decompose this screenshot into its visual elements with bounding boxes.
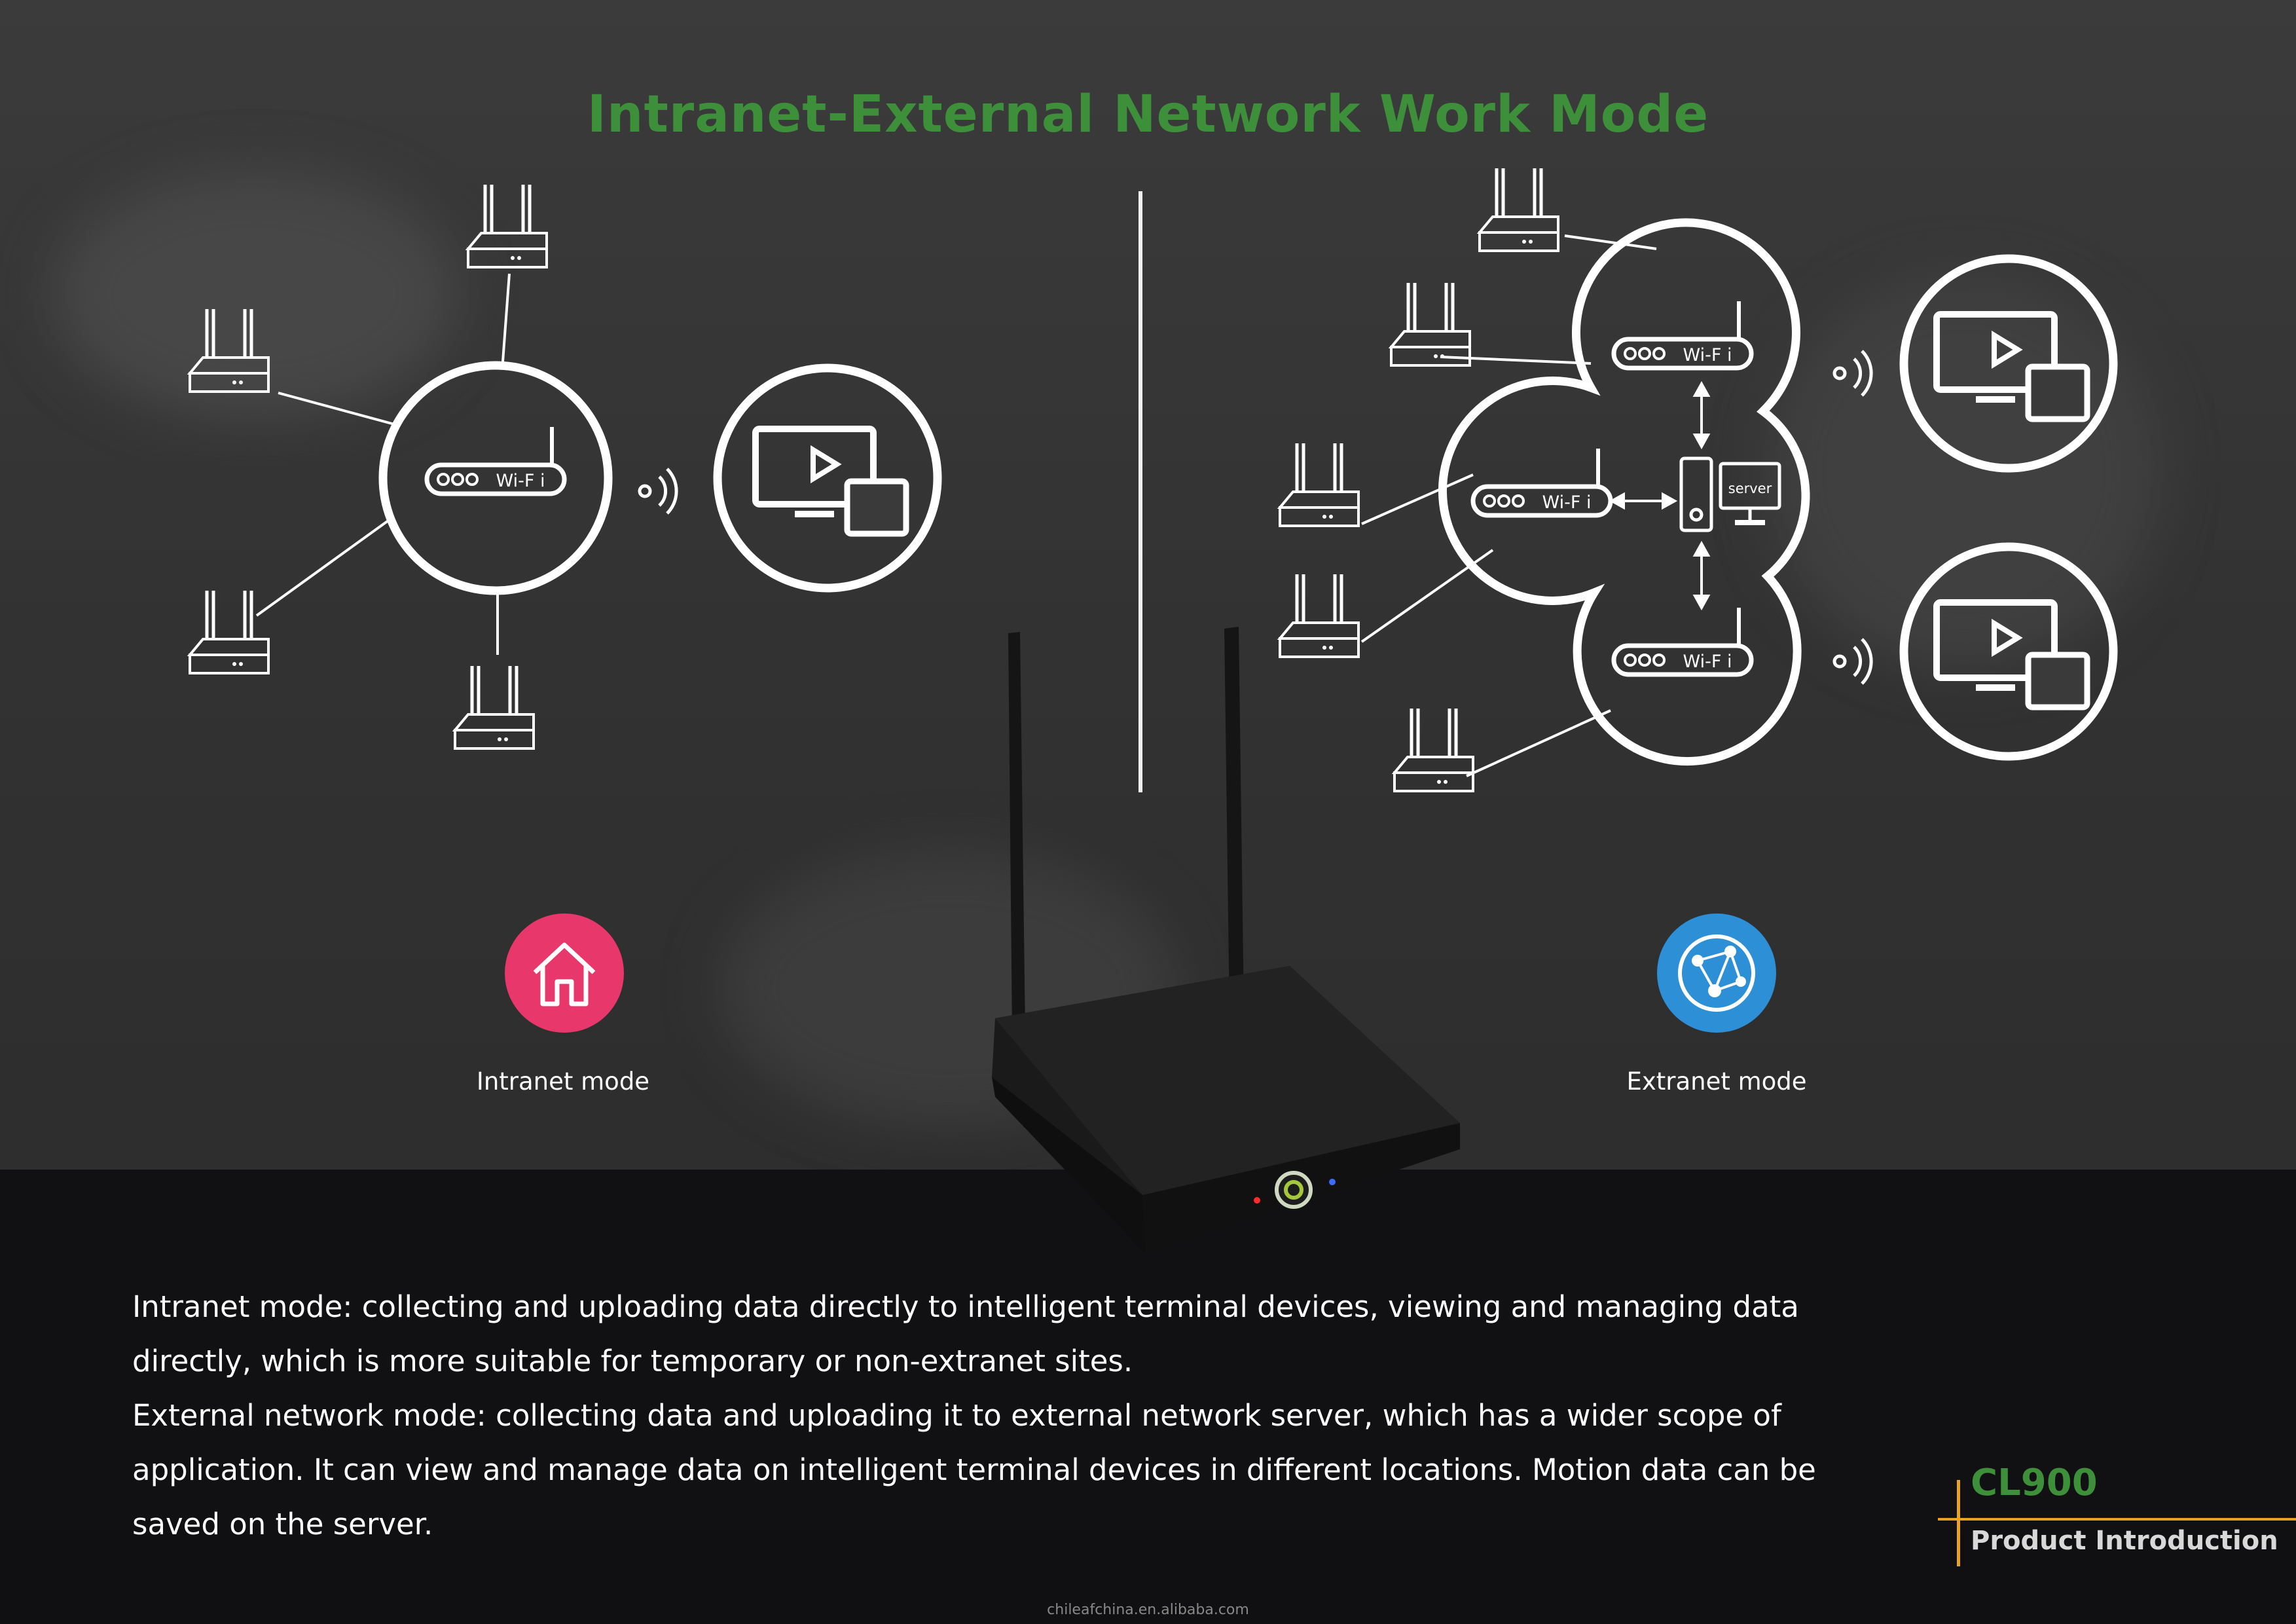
section-divider bbox=[1139, 191, 1142, 792]
extranet-links bbox=[1360, 234, 1657, 777]
signal-icon bbox=[640, 469, 676, 513]
background-shape bbox=[52, 170, 458, 419]
globe-network-icon bbox=[1657, 913, 1776, 1033]
display-icon bbox=[1937, 602, 2087, 707]
page-title: Intranet-External Network Work Mode bbox=[587, 85, 1709, 144]
signal-icon bbox=[1834, 351, 1871, 396]
display-icon bbox=[756, 429, 906, 534]
display-circle bbox=[1899, 542, 2118, 761]
display-circle bbox=[713, 363, 942, 593]
access-point-icon bbox=[1391, 283, 1470, 365]
router-device-image bbox=[992, 627, 1460, 1254]
wifi-label: Wi-F i bbox=[1683, 345, 1732, 365]
house-icon bbox=[505, 913, 624, 1033]
intranet-description: Intranet mode: collecting and uploading … bbox=[132, 1289, 1799, 1378]
intranet-links bbox=[255, 273, 511, 655]
signal-icon bbox=[1834, 639, 1871, 684]
server-label: server bbox=[1728, 481, 1772, 496]
access-point-icon bbox=[468, 185, 547, 267]
intranet-mode-label: Intranet mode bbox=[476, 1067, 650, 1096]
display-icon bbox=[1937, 314, 2087, 419]
description-text: Intranet mode: collecting and uploading … bbox=[132, 1280, 1887, 1551]
brand-accent-vertical bbox=[1957, 1480, 1960, 1566]
product-subtitle: Product Introduction bbox=[1971, 1526, 2278, 1556]
product-model: CL900 bbox=[1971, 1462, 2098, 1504]
extranet-badge-fill bbox=[1657, 913, 1776, 1033]
watermark: chileafchina.en.alibaba.com bbox=[1047, 1602, 1249, 1618]
extranet-mode-label: Extranet mode bbox=[1626, 1067, 1807, 1096]
access-point-icon bbox=[190, 309, 268, 392]
access-point-icon bbox=[455, 666, 534, 748]
intranet-router-circle bbox=[378, 361, 613, 595]
extranet-description: External network mode: collecting data a… bbox=[132, 1398, 1816, 1541]
extranet-mode-badge bbox=[1657, 913, 1776, 1033]
access-point-icon bbox=[190, 591, 268, 673]
arrow-icons bbox=[1609, 380, 1711, 611]
network-diagram: Wi-F i Wi-F i Wi-F i Wi-F i bbox=[0, 0, 2118, 1166]
brand-accent-horizontal bbox=[1938, 1518, 2296, 1521]
cloud-cluster-icon bbox=[1438, 218, 1810, 766]
wifi-label: Wi-F i bbox=[1542, 492, 1592, 513]
intranet-mode-badge bbox=[505, 913, 624, 1033]
server-icon bbox=[1679, 456, 1781, 532]
wifi-label: Wi-F i bbox=[496, 471, 545, 491]
wifi-label: Wi-F i bbox=[1683, 652, 1732, 672]
access-point-icon bbox=[1280, 443, 1358, 526]
intranet-badge-fill bbox=[505, 913, 624, 1033]
access-point-icon bbox=[1480, 168, 1558, 251]
display-circle bbox=[1899, 254, 2118, 473]
